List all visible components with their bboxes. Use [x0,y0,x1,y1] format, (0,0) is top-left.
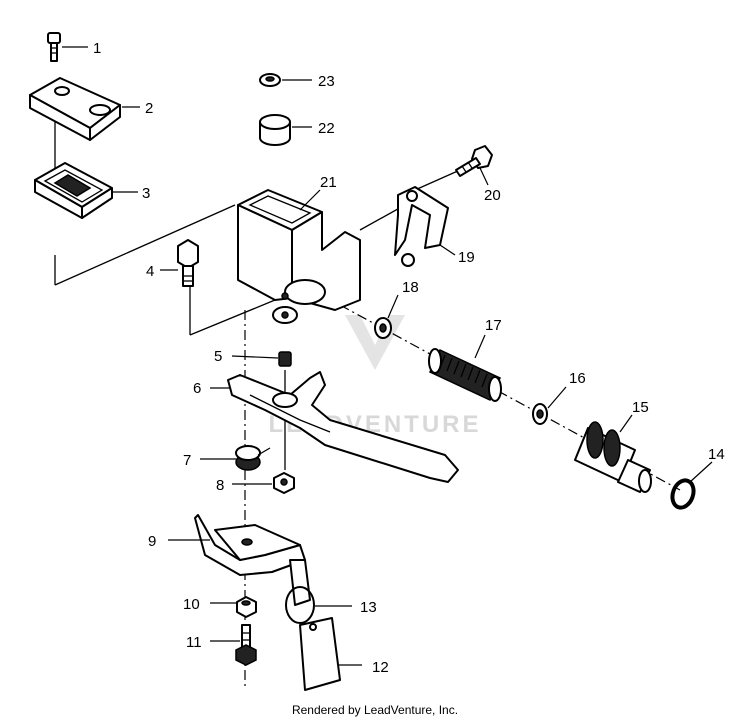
part-8-nut [273,472,295,494]
callout-10: 10 [183,596,200,613]
callout-labels: 1 2 3 4 5 6 7 8 9 10 11 12 13 14 15 16 1… [93,40,725,676]
part-11-bolt [235,624,257,666]
callout-9: 9 [148,533,156,550]
part-16-washer [532,403,548,425]
callout-16: 16 [569,370,586,387]
part-12-tag [299,617,341,691]
callout-22: 22 [318,120,335,137]
part-4-bolt [177,239,199,287]
callout-18: 18 [402,279,419,296]
part-17-spring [428,348,502,402]
callout-13: 13 [360,599,377,616]
part-18-washer [374,317,392,339]
callout-4: 4 [146,263,154,280]
callout-14: 14 [708,446,725,463]
part-19-clamp [394,186,449,267]
callout-20: 20 [484,187,501,204]
callout-8: 8 [216,477,224,494]
callout-23: 23 [318,73,335,90]
part-14-o-ring [670,478,696,510]
part-9-bracket [194,514,311,606]
part-13-ring [285,586,315,624]
part-23-washer [259,73,281,87]
part-7-torsion-spring [235,445,271,471]
callout-5: 5 [214,348,222,365]
part-20-bolt [455,145,493,177]
footer-credit: Rendered by LeadVenture, Inc. [291,703,459,717]
callout-3: 3 [142,185,150,202]
callout-21: 21 [320,174,337,191]
part-3-diaphragm [34,162,113,219]
callout-2: 2 [145,100,153,117]
callout-1: 1 [93,40,101,57]
leader-lines [62,46,713,666]
part-2-reservoir-cover [29,77,121,141]
part-6-brake-lever [227,371,459,483]
callout-17: 17 [485,317,502,334]
part-10-nut [236,596,257,618]
part-21-master-cylinder [237,189,361,324]
callout-7: 7 [183,452,191,469]
part-22-bushing [259,114,291,146]
callout-11: 11 [186,634,202,651]
callout-6: 6 [193,380,201,397]
callout-19: 19 [458,249,475,266]
callout-12: 12 [372,659,389,676]
callout-15: 15 [632,399,649,416]
part-15-piston [574,421,652,493]
part-1-screw [47,32,61,62]
part-5-pin [278,351,292,367]
